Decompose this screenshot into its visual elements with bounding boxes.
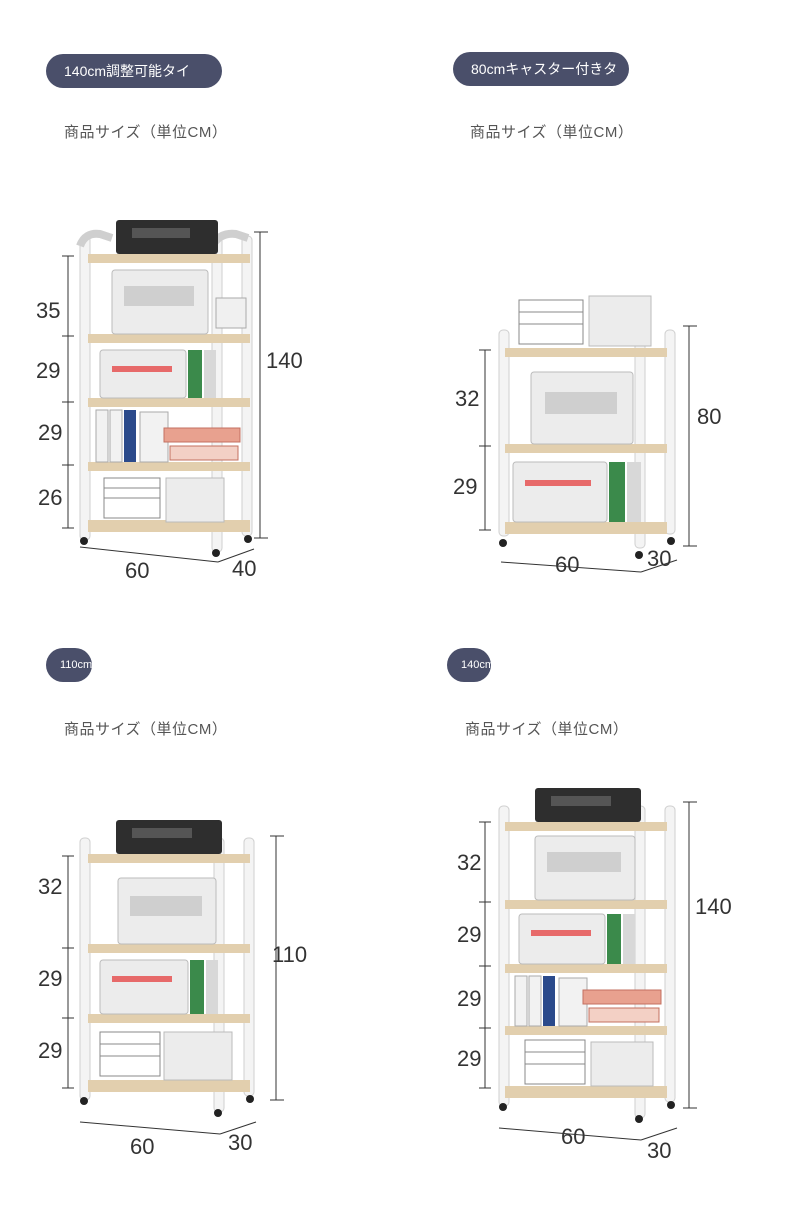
shelf-label-1: 32: [38, 874, 63, 899]
variant-badge[interactable]: 110cm: [46, 648, 92, 682]
depth-label: 30: [647, 546, 672, 571]
product-panel-110: 110cm 商品サイズ（単位CM） 110 32 2: [0, 604, 395, 1208]
product-panel-140: 140cm 商品サイズ（単位CM）: [395, 604, 790, 1208]
height-label: 140: [266, 348, 303, 373]
width-label: 60: [130, 1134, 155, 1159]
product-panel-140-adjustable: 140cm調整可能タイ 商品サイズ（単位CM）: [0, 0, 395, 604]
height-label: 80: [697, 404, 722, 429]
depth-label: 30: [647, 1138, 672, 1163]
size-title: 商品サイズ（単位CM）: [465, 721, 629, 738]
width-label: 60: [125, 558, 150, 583]
shelf-label-2: 29: [36, 358, 61, 383]
variant-badge[interactable]: 140cm: [447, 648, 491, 682]
size-title: 商品サイズ（単位CM）: [64, 124, 228, 141]
rack-illustration: [479, 788, 697, 1141]
rack-illustration: [62, 820, 284, 1135]
shelf-label-3: 29: [38, 420, 63, 445]
depth-label: 30: [228, 1130, 253, 1155]
shelf-label-3: 29: [38, 1038, 63, 1063]
size-title: 商品サイズ（単位CM）: [470, 124, 634, 141]
shelf-label-4: 26: [38, 485, 63, 510]
product-panel-80-casters: 80cmキャスター付きタ 商品サイズ（単位CM） 80 32: [395, 0, 790, 604]
shelf-label-1: 32: [457, 850, 482, 875]
variant-badge[interactable]: 80cmキャスター付きタ: [453, 52, 629, 86]
height-label: 140: [695, 894, 732, 919]
depth-label: 40: [232, 556, 257, 581]
rack-illustration: [62, 220, 268, 563]
shelf-label-1: 35: [36, 298, 61, 323]
width-label: 60: [561, 1124, 586, 1149]
shelf-label-2: 29: [453, 474, 478, 499]
shelf-label-2: 29: [457, 922, 482, 947]
height-label: 110: [272, 942, 308, 967]
shelf-label-1: 32: [455, 386, 480, 411]
shelf-label-3: 29: [457, 986, 482, 1011]
shelf-label-4: 29: [457, 1046, 482, 1071]
variant-badge[interactable]: 140cm調整可能タイ: [46, 54, 222, 88]
size-title: 商品サイズ（単位CM）: [64, 721, 228, 738]
shelf-label-2: 29: [38, 966, 63, 991]
rack-illustration: [479, 295, 697, 573]
width-label: 60: [555, 552, 580, 577]
